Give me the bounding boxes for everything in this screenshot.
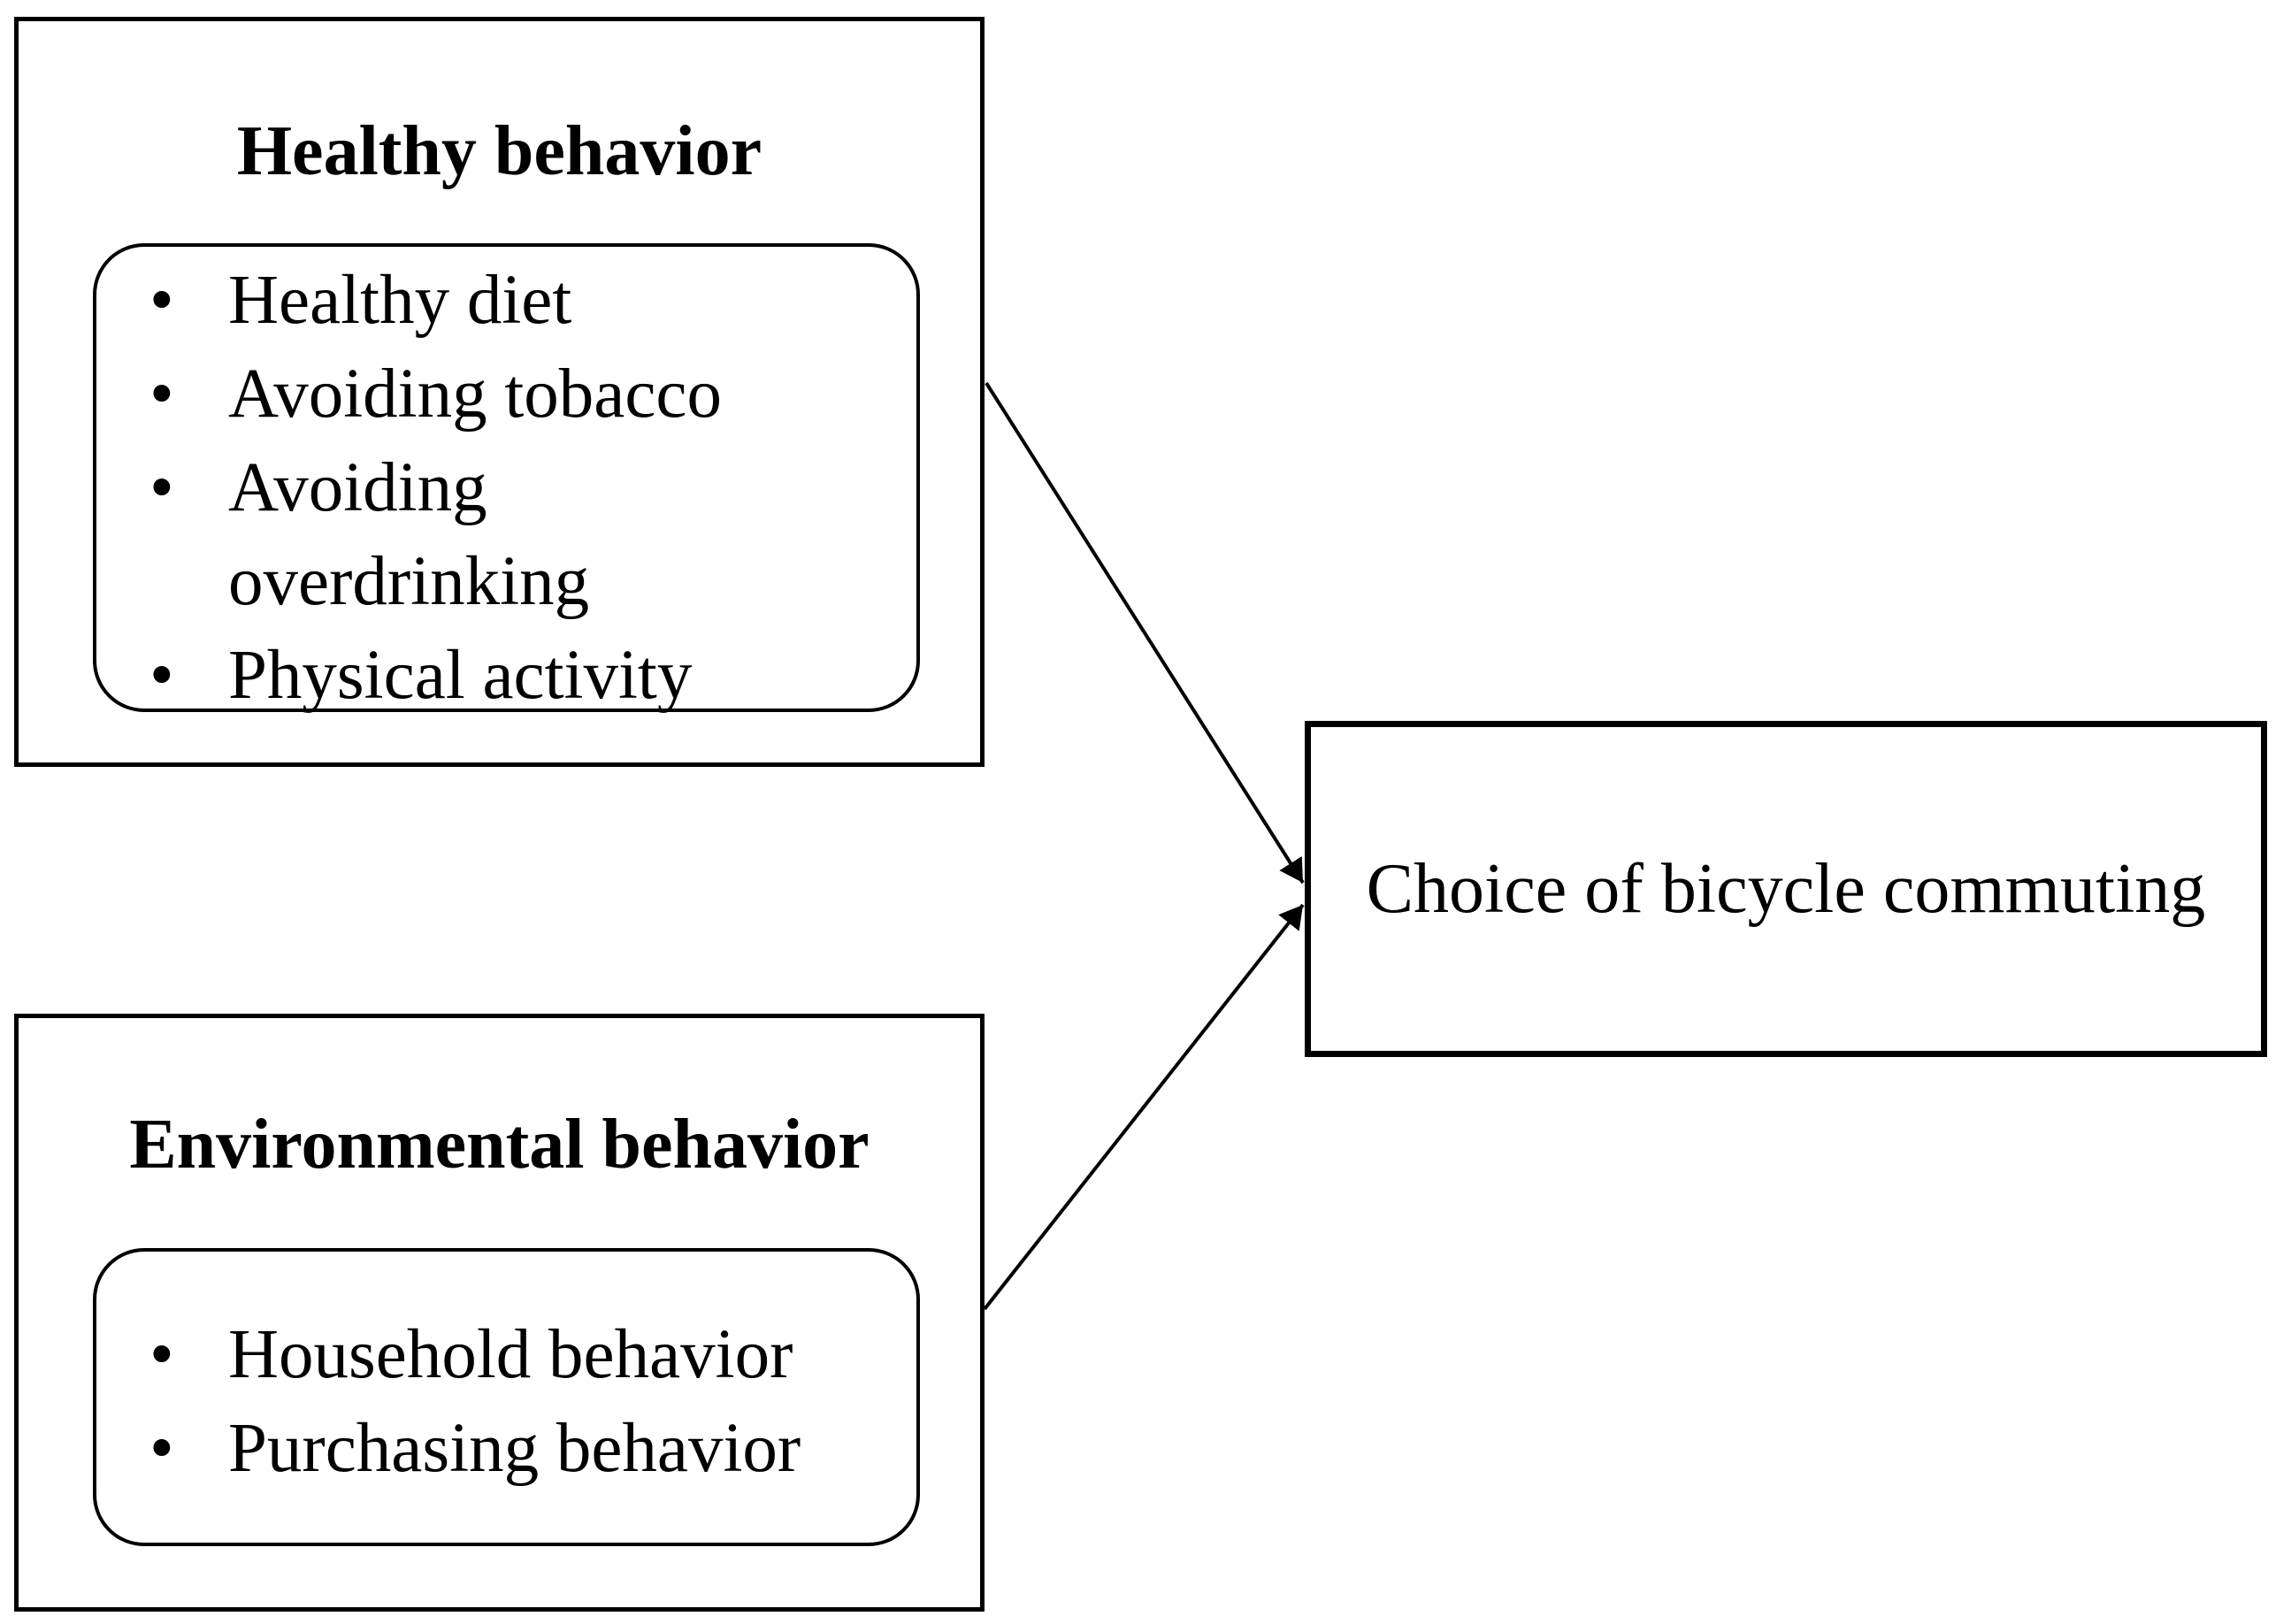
list-item: Healthy diet — [146, 254, 847, 348]
outcome-label: Choice of bicycle commuting — [1366, 849, 2206, 928]
list-item-label: Physical activity — [228, 637, 693, 714]
list-item-label: Purchasing behavior — [228, 1410, 801, 1487]
list-item: Purchasing behavior — [146, 1402, 847, 1496]
environmental-behavior-list-box: Household behavior Purchasing behavior — [93, 1248, 920, 1546]
list-item: Avoiding tobacco — [146, 348, 847, 441]
environmental-behavior-box: Environmental behavior Household behavio… — [14, 1014, 985, 1612]
environmental-behavior-title: Environmental behavior — [129, 1106, 870, 1184]
arrow-environmental-to-outcome — [983, 903, 1305, 1311]
list-item: Household behavior — [146, 1308, 847, 1402]
arrow-healthy-to-outcome — [985, 381, 1305, 885]
environmental-behavior-list: Household behavior Purchasing behavior — [96, 1252, 916, 1496]
bullet-icon — [149, 348, 174, 441]
healthy-behavior-list-box: Healthy diet Avoiding tobacco Avoiding o… — [93, 243, 920, 714]
outcome-box: Choice of bicycle commuting — [1305, 721, 2267, 1057]
list-item-label: Household behavior — [228, 1316, 793, 1393]
healthy-behavior-title: Healthy behavior — [236, 112, 762, 190]
bullet-icon — [149, 629, 174, 723]
healthy-behavior-list: Healthy diet Avoiding tobacco Avoiding o… — [96, 247, 916, 723]
list-item-label: Healthy diet — [228, 262, 572, 339]
bullet-icon — [149, 254, 174, 348]
list-item: Avoiding overdrinking — [146, 441, 847, 629]
bullet-icon — [149, 1308, 174, 1402]
list-item-label: Avoiding overdrinking — [228, 449, 590, 620]
list-item-label: Avoiding tobacco — [228, 356, 722, 433]
healthy-behavior-box: Healthy behavior Healthy diet Avoiding t… — [14, 17, 985, 767]
bullet-icon — [149, 441, 174, 535]
bullet-icon — [149, 1402, 174, 1496]
list-item: Physical activity — [146, 629, 847, 723]
